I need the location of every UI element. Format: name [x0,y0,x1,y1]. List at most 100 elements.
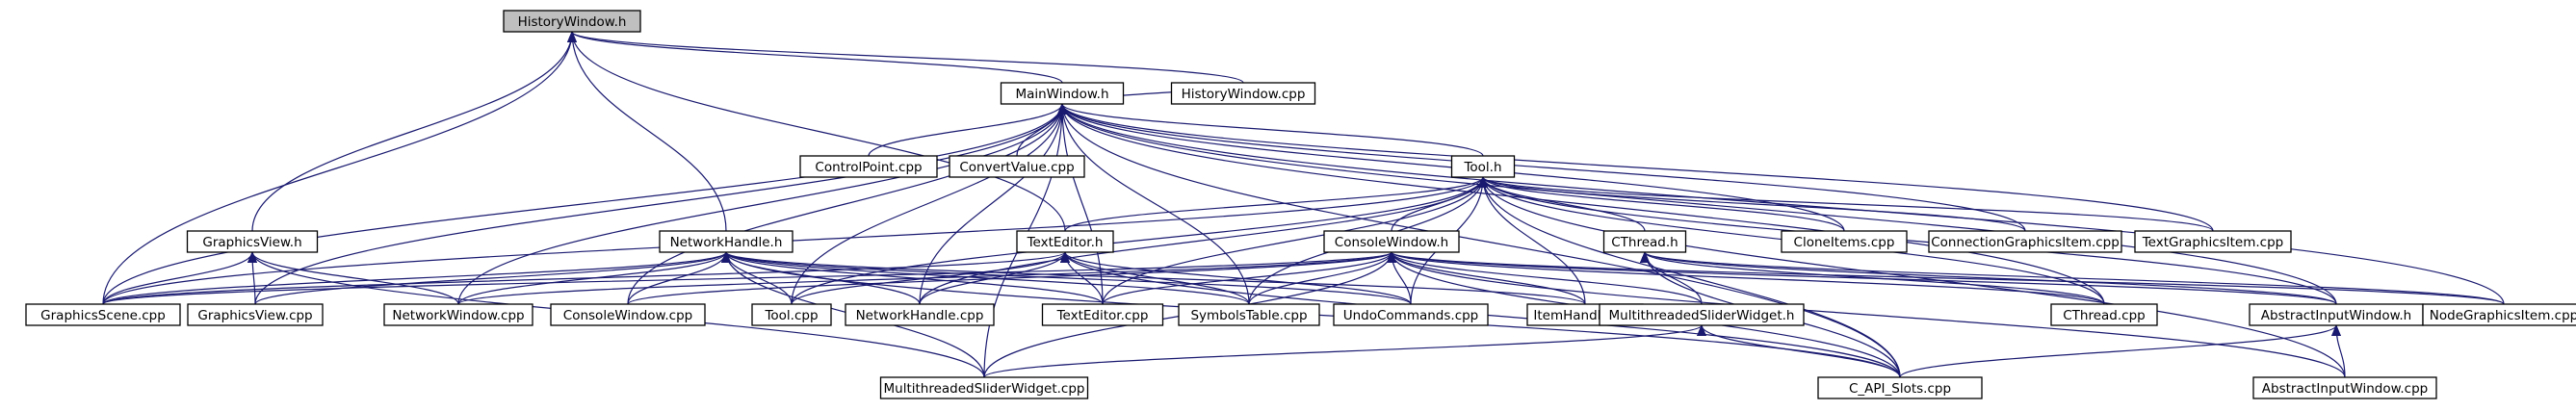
node-box [751,303,832,326]
edge-symbolstable-cpp-to-networkhandle-h [721,251,1250,305]
node-box [1450,155,1516,178]
node-networkwindow-cpp[interactable]: NetworkWindow.cpp [383,303,533,326]
edge-cthread-cpp-to-consolewindow-h [1387,251,2105,305]
edge-graphicsview-cpp-to-graphicsview-h [247,251,258,305]
node-label: GraphicsView.cpp [197,308,312,323]
node-abstractinputwindow-h[interactable]: AbstractInputWindow.h [2249,303,2424,326]
node-box [1178,303,1320,326]
edge-consolewindow-cpp-to-mainwindow-h [627,103,1067,305]
node-box [659,230,794,253]
edge-networkhandle-cpp-to-tool-h [919,176,1488,305]
node-box [550,303,706,326]
node-symbolstable-cpp[interactable]: SymbolsTable.cpp [1178,303,1320,326]
node-label: SymbolsTable.cpp [1190,308,1307,323]
node-historywindow-cpp[interactable]: HistoryWindow.cpp [1170,82,1316,105]
node-label: ConnectionGraphicsItem.cpp [1931,235,2120,250]
node-networkhandle-h[interactable]: NetworkHandle.h [659,230,794,253]
node-box [879,376,1089,399]
edge-graphicsscene-cpp-to-mainwindow-h [102,103,1067,305]
edge-texteditor-cpp-to-mainwindow-h [1057,103,1104,305]
node-tool-cpp[interactable]: Tool.cpp [751,303,832,326]
edge-networkhandle-h-to-historywindow-h [567,31,727,232]
node-label: AbstractInputWindow.h [2261,308,2411,323]
edge-multithreadedsliderwidget-h-to-consolewindow-h [1387,251,1703,305]
node-graphicsscene-cpp[interactable]: GraphicsScene.cpp [25,303,181,326]
node-label: MultithreadedSliderWidget.cpp [883,381,1084,397]
node-box [1323,230,1460,253]
edge-consolewindow-cpp-to-consolewindow-h [627,251,1396,305]
node-connectiongraphicsitem-cpp[interactable]: ConnectionGraphicsItem.cpp [1928,230,2122,253]
node-c-api-slots-cpp[interactable]: C_API_Slots.cpp [1817,376,1983,399]
node-box [2422,303,2576,326]
node-box [1602,230,1687,253]
node-texteditor-h[interactable]: TextEditor.h [1016,230,1114,253]
edge-graphicsview-cpp-to-networkhandle-h [254,251,731,305]
edge-consolewindow-cpp-to-networkhandle-h [627,251,731,305]
edge-connectiongraphicsitem-cpp-to-mainwindow-h [1057,103,2026,232]
node-label: ConsoleWindow.cpp [563,308,692,323]
node-label: CThread.cpp [2063,308,2145,323]
node-label: HistoryWindow.cpp [1182,87,1306,102]
node-label: NetworkWindow.cpp [392,308,524,323]
node-mainwindow-h[interactable]: MainWindow.h [1000,82,1125,105]
node-networkhandle-cpp[interactable]: NetworkHandle.cpp [845,303,995,326]
edge-historywindow-cpp-to-historywindow-h [567,31,1244,84]
edge-undocommands-cpp-to-texteditor-h [1060,251,1412,305]
node-label: AbstractInputWindow.cpp [2262,381,2428,397]
node-box [1041,303,1164,326]
node-graphicsview-h[interactable]: GraphicsView.h [186,230,319,253]
edge-convertvalue-cpp-to-mainwindow-h [1016,103,1067,157]
edge-symbolstable-cpp-to-consolewindow-h [1248,251,1396,305]
node-cthread-cpp[interactable]: CThread.cpp [2050,303,2158,326]
node-texteditor-cpp[interactable]: TextEditor.cpp [1041,303,1164,326]
node-label: HistoryWindow.h [518,14,627,30]
node-box [186,230,319,253]
node-tool-h[interactable]: Tool.h [1450,155,1516,178]
node-nodegraphicsitem-cpp[interactable]: NodeGraphicsItem.cpp [2422,303,2576,326]
edge-texteditor-cpp-to-consolewindow-h [1102,251,1396,305]
edges-layer [102,31,2505,378]
node-convertvalue-cpp[interactable]: ConvertValue.cpp [949,155,1085,178]
edge-cloneitems-cpp-to-tool-h [1478,176,1845,232]
node-undocommands-cpp[interactable]: UndoCommands.cpp [1333,303,1489,326]
node-label: MultithreadedSliderWidget.h [1608,308,1794,323]
node-label: TextGraphicsItem.cpp [2142,235,2284,250]
node-consolewindow-h[interactable]: ConsoleWindow.h [1323,230,1460,253]
node-historywindow-h[interactable]: HistoryWindow.h [503,10,641,33]
node-label: ConsoleWindow.h [1335,235,1448,250]
node-textgraphicsitem-cpp[interactable]: TextGraphicsItem.cpp [2134,230,2292,253]
edge-graphicsscene-cpp-to-consolewindow-h [102,251,1396,305]
node-multithreadedsliderwidget-cpp[interactable]: MultithreadedSliderWidget.cpp [879,376,1089,399]
node-box [845,303,995,326]
edge-nodegraphicsitem-cpp-to-cthread-h [1640,251,2505,305]
edge-itemhandle-cpp-to-consolewindow-h [1387,251,1586,305]
edge-cthread-cpp-to-cthread-h [1640,251,2105,305]
node-label: ControlPoint.cpp [815,160,922,175]
node-box [383,303,533,326]
edge-textgraphicsitem-cpp-to-mainwindow-h [1057,103,2214,232]
node-abstractinputwindow-cpp[interactable]: AbstractInputWindow.cpp [2252,376,2437,399]
node-cthread-h[interactable]: CThread.h [1602,230,1687,253]
edge-graphicsscene-cpp-to-texteditor-h [102,251,1070,305]
edge-c-api-slots-cpp-to-abstractinputwindow-h [1899,324,2341,378]
edge-c-api-slots-cpp-to-multithreadedsliderwidget-h [1697,324,1901,378]
edge-tool-h-to-mainwindow-h [1057,103,1484,157]
node-cloneitems-cpp[interactable]: CloneItems.cpp [1781,230,1908,253]
edge-textgraphicsitem-cpp-to-tool-h [1478,176,2214,232]
node-label: ConvertValue.cpp [959,160,1074,175]
node-multithreadedsliderwidget-h[interactable]: MultithreadedSliderWidget.h [1599,303,1805,326]
edge-graphicsscene-cpp-to-graphicsview-h [102,251,257,305]
node-controlpoint-cpp[interactable]: ControlPoint.cpp [799,155,938,178]
edge-abstractinputwindow-h-to-tool-h [1478,176,2337,305]
edge-itemhandle-cpp-to-tool-h [1478,176,1586,305]
node-box [2252,376,2437,399]
node-graphicsview-cpp[interactable]: GraphicsView.cpp [187,303,324,326]
node-label: NetworkHandle.cpp [856,308,984,323]
node-consolewindow-cpp[interactable]: ConsoleWindow.cpp [550,303,706,326]
edge-connectiongraphicsitem-cpp-to-tool-h [1478,176,2026,232]
edge-abstractinputwindow-h-to-mainwindow-h [1057,103,2337,305]
node-box [1016,230,1114,253]
node-label: NodeGraphicsItem.cpp [2430,308,2576,323]
node-box [503,10,641,33]
